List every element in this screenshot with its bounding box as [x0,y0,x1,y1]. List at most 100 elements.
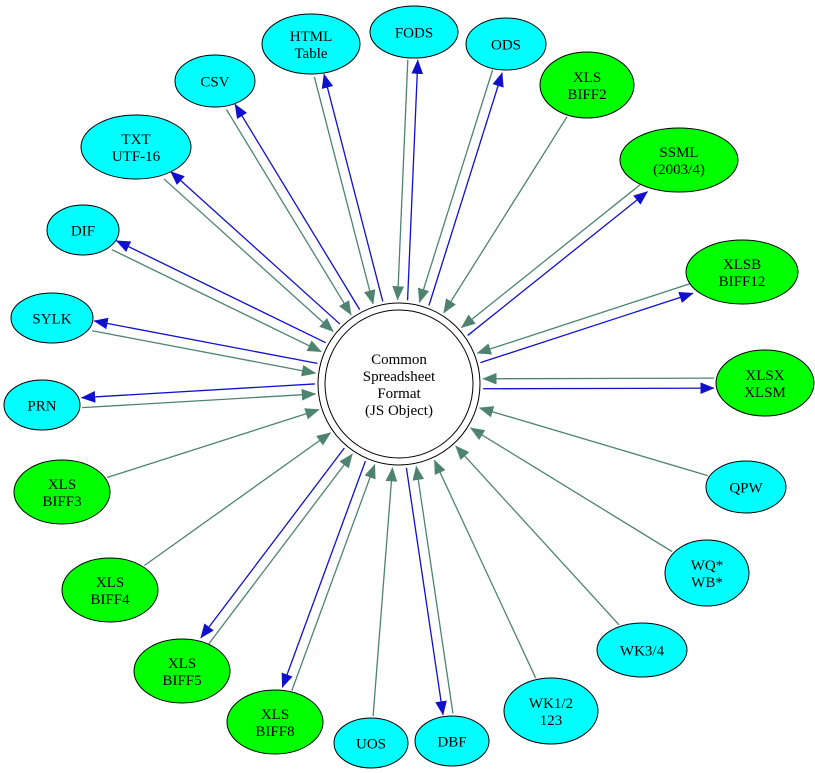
read-arrow-sylk [92,330,317,377]
node-label-sylk: SYLK [32,311,71,327]
read-arrow-wk1-2-123 [433,459,537,679]
read-arrow-xls-biff2 [443,116,568,314]
read-arrow-xls-biff8 [291,463,376,691]
node-shape-ssml-2003-4 [619,127,739,193]
read-arrow-xls-biff3 [106,408,320,479]
read-arrow-ssml-2003-4 [460,183,642,329]
node-ssml-2003-4: SSML(2003/4) [619,127,739,193]
node-prn: PRN [3,379,81,431]
node-sylk: SYLK [10,292,94,344]
node-shape-xlsx-xlsm [715,349,815,417]
node-shape-wq-wb [664,539,750,607]
node-shape-dif [46,204,120,256]
node-fods: FODS [369,5,459,59]
node-ods: ODS [465,17,547,71]
read-arrow-fods [392,59,409,301]
node-shape-prn [3,379,81,431]
node-label-uos: UOS [356,736,386,752]
node-label-dif: DIF [71,223,95,239]
read-arrow-xlsx-xlsm [482,372,714,385]
read-arrow-wq-wb [470,427,673,553]
read-arrow-ods [417,69,494,303]
read-arrow-html-table [313,76,376,305]
node-shape-xls-biff5 [133,638,231,704]
node-shape-ods [465,17,547,71]
node-csv: CSV [174,54,256,108]
node-shape-xlsb-biff12 [685,239,799,305]
write-arrow-dbf [405,467,447,716]
read-arrow-prn [82,388,317,409]
node-shape-txt-utf-16 [80,114,192,180]
node-shape-wk3-4 [596,622,688,678]
write-arrow-dif [115,240,326,344]
node-label-ods: ODS [491,37,521,53]
node-label-wq-wb: WQ*WB* [691,558,724,591]
write-arrow-prn [80,383,315,403]
node-shape-xls-biff3 [13,459,111,525]
node-shape-fods [369,5,459,59]
write-arrow-ods [428,72,504,306]
node-shape-csv [174,54,256,108]
read-arrow-qpw [478,406,708,477]
node-wk3-4: WK3/4 [596,622,688,678]
node-wq-wb: WQ*WB* [664,539,750,607]
center-inner-circle [324,309,474,459]
write-arrow-xlsb-biff12 [480,291,694,364]
read-arrow-csv [225,109,352,316]
center-outer-circle [317,302,481,466]
node-label-wk3-4: WK3/4 [620,643,665,659]
node-shape-wk1-2-123 [503,677,599,745]
write-arrow-csv [234,103,361,310]
node-dif: DIF [46,204,120,256]
write-arrow-html-table [321,73,384,302]
node-qpw: QPW [705,460,787,514]
write-arrow-xls-biff8 [281,460,366,688]
node-shape-xls-biff4 [61,557,159,623]
node-label-ssml-2003-4: SSML(2003/4) [653,145,705,178]
write-arrow-xls-biff5 [200,447,345,639]
write-arrow-sylk [93,317,318,365]
node-shape-sylk [10,292,94,344]
write-arrow-fods [406,59,424,301]
node-label-fods: FODS [395,25,433,41]
read-arrow-xls-biff4 [144,432,332,566]
read-arrow-xlsb-biff12 [476,283,691,355]
read-arrow-dif [111,249,322,353]
node-uos: UOS [333,717,409,769]
node-label-qpw: QPW [729,480,763,496]
write-arrow-txt-utf-16 [170,171,341,325]
node-shape-uos [333,717,409,769]
node-shape-xls-biff2 [539,51,635,119]
read-arrow-txt-utf-16 [163,178,334,332]
read-arrow-uos [372,467,398,717]
read-arrow-dbf [412,465,454,714]
node-label-csv: CSV [200,74,229,90]
read-arrow-wk3-4 [455,445,620,626]
write-arrow-xlsx-xlsm [483,382,715,395]
node-shape-dbf [414,715,490,767]
